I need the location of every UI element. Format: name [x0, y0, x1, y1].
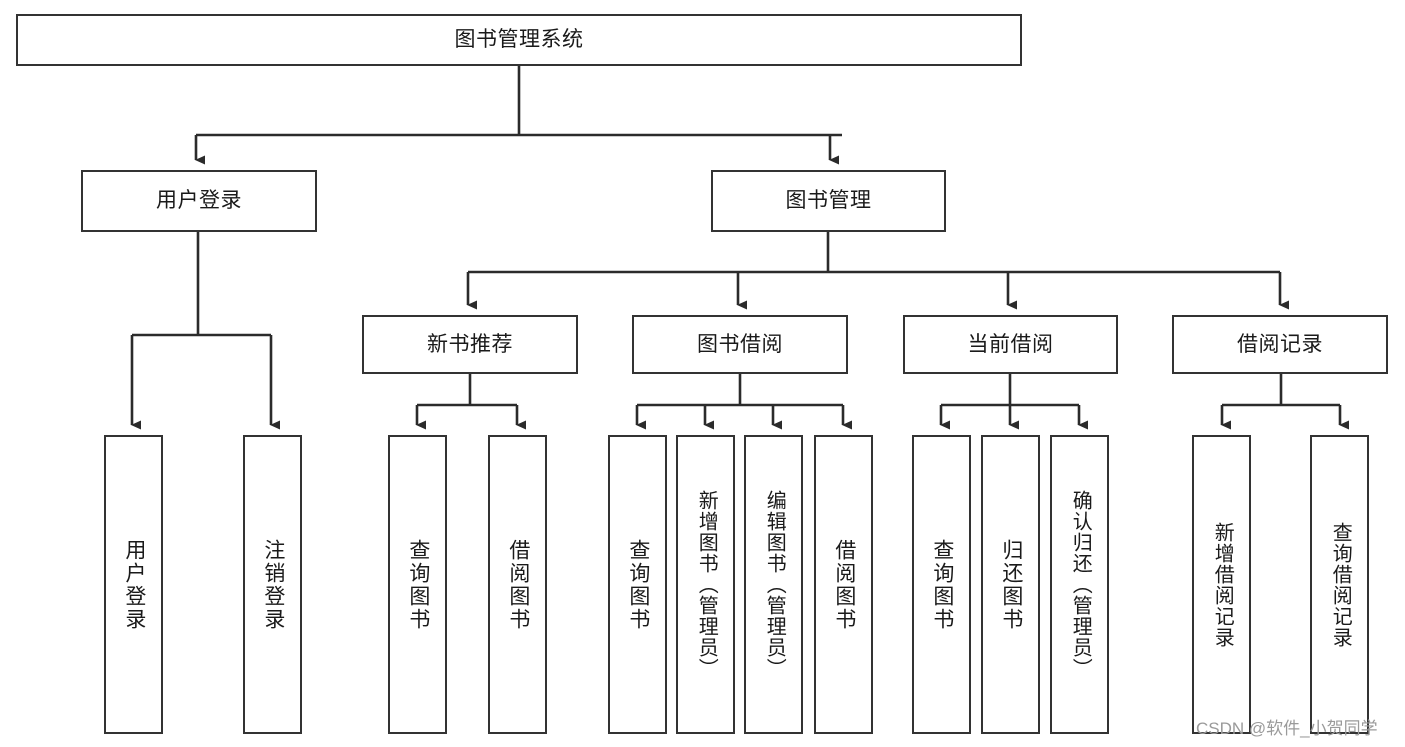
leaf-edit-book-admin[interactable]: 编辑图书（管理员）: [744, 435, 803, 734]
node-book-management[interactable]: 图书管理: [711, 170, 946, 232]
leaf-add-book-admin[interactable]: 新增图书（管理员）: [676, 435, 735, 734]
node-book-borrow[interactable]: 图书借阅: [632, 315, 848, 374]
leaf-confirm-return-admin[interactable]: 确认归还（管理员）: [1050, 435, 1109, 734]
node-root-system[interactable]: 图书管理系统: [16, 14, 1022, 66]
node-borrow-record[interactable]: 借阅记录: [1172, 315, 1388, 374]
leaf-query-book-borrow[interactable]: 查询图书: [608, 435, 667, 734]
leaf-query-book-new[interactable]: 查询图书: [388, 435, 447, 734]
node-user-login[interactable]: 用户登录: [81, 170, 317, 232]
csdn-watermark: CSDN @软件_小贺同学: [1196, 719, 1378, 738]
leaf-borrow-book-new[interactable]: 借阅图书: [488, 435, 547, 734]
leaf-query-borrow-record[interactable]: 查询借阅记录: [1310, 435, 1369, 734]
node-current-borrow[interactable]: 当前借阅: [903, 315, 1118, 374]
leaf-query-book-current[interactable]: 查询图书: [912, 435, 971, 734]
node-new-book-recommend[interactable]: 新书推荐: [362, 315, 578, 374]
leaf-borrow-book[interactable]: 借阅图书: [814, 435, 873, 734]
leaf-user-login[interactable]: 用户登录: [104, 435, 163, 734]
leaf-logout-login[interactable]: 注销登录: [243, 435, 302, 734]
leaf-return-book[interactable]: 归还图书: [981, 435, 1040, 734]
leaf-add-borrow-record[interactable]: 新增借阅记录: [1192, 435, 1251, 734]
